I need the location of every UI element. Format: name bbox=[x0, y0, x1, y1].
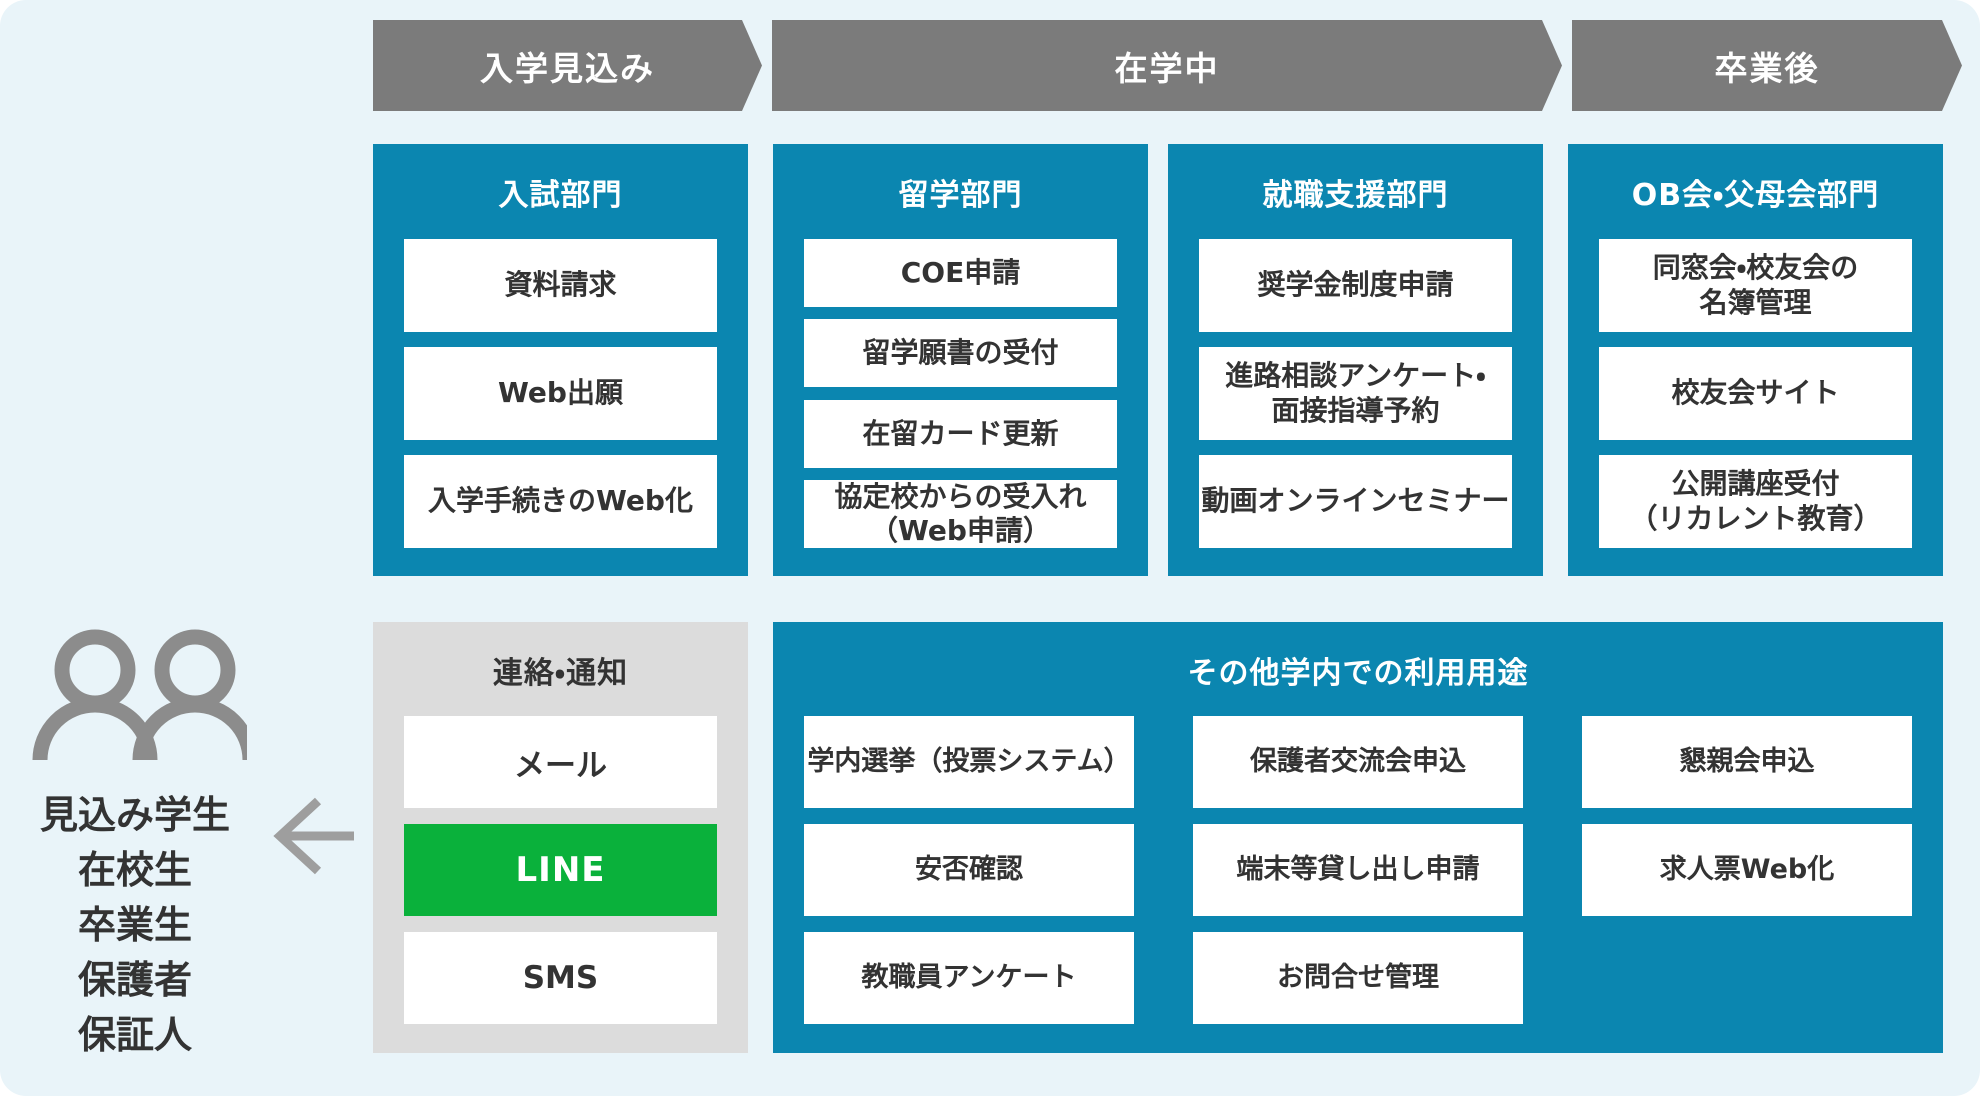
stage-banner-label: 卒業後 bbox=[1714, 48, 1820, 88]
department-service-list: 資料請求 Web出願 入学手続きのWeb化 bbox=[404, 239, 717, 548]
department-card-career-support: 就職支援部門 奨学金制度申請 進路相談アンケート・ 面接指導予約 動画オンライン… bbox=[1168, 144, 1543, 576]
service-item: 懇親会申込 bbox=[1582, 716, 1912, 808]
department-title: OB会・父母会部門 bbox=[1631, 177, 1880, 213]
contact-channel-line: LINE bbox=[404, 824, 717, 916]
service-item: 公開講座受付 （リカレント教育） bbox=[1599, 455, 1912, 548]
service-item: 同窓会・校友会の 名簿管理 bbox=[1599, 239, 1912, 332]
left-arrow-icon bbox=[273, 797, 354, 875]
department-title: 入試部門 bbox=[498, 177, 623, 213]
contact-title: 連絡・通知 bbox=[492, 655, 629, 691]
stage-banner-label: 在学中 bbox=[1114, 48, 1220, 88]
department-title: 就職支援部門 bbox=[1262, 177, 1449, 213]
stage-banner-label: 入学見込み bbox=[480, 48, 655, 88]
stage-banner-graduated: 卒業後 bbox=[1572, 20, 1962, 111]
service-item: 入学手続きのWeb化 bbox=[404, 455, 717, 548]
department-card-study-abroad: 留学部門 COE申請 留学願書の受付 在留カード更新 協定校からの受入れ （We… bbox=[773, 144, 1148, 576]
audience-label: 保護者 bbox=[77, 958, 192, 1002]
other-uses-title: その他学内での利用用途 bbox=[1187, 655, 1529, 691]
service-item: COE申請 bbox=[804, 239, 1117, 307]
department-card-admissions: 入試部門 資料請求 Web出願 入学手続きのWeb化 bbox=[373, 144, 748, 576]
other-uses-card: その他学内での利用用途 学内選挙（投票システム） 保護者交流会申込 懇親会申込 … bbox=[773, 622, 1943, 1053]
audience-label: 見込み学生 bbox=[39, 793, 230, 837]
service-item: 奨学金制度申請 bbox=[1199, 239, 1512, 332]
service-item: 教職員アンケート bbox=[804, 932, 1134, 1024]
service-item: Web出願 bbox=[404, 347, 717, 440]
contact-card: 連絡・通知 メール LINE SMS bbox=[373, 622, 748, 1053]
empty-grid-cell bbox=[1582, 932, 1912, 1024]
service-item: 在留カード更新 bbox=[804, 399, 1117, 468]
service-item: お問合せ管理 bbox=[1193, 932, 1523, 1024]
service-item: 進路相談アンケート・ 面接指導予約 bbox=[1199, 347, 1512, 440]
department-service-list: 奨学金制度申請 進路相談アンケート・ 面接指導予約 動画オンラインセミナー bbox=[1199, 239, 1512, 548]
contact-channel-mail: メール bbox=[404, 716, 717, 808]
service-item: 学内選挙（投票システム） bbox=[804, 716, 1134, 808]
service-item: 端末等貸し出し申請 bbox=[1193, 824, 1523, 916]
contact-channel-list: メール LINE SMS bbox=[404, 716, 717, 1024]
stage-banner-prospective: 入学見込み bbox=[373, 20, 762, 111]
audience-label: 卒業生 bbox=[77, 903, 192, 947]
department-service-list: 同窓会・校友会の 名簿管理 校友会サイト 公開講座受付 （リカレント教育） bbox=[1599, 239, 1912, 548]
service-item: 安否確認 bbox=[804, 824, 1134, 916]
service-item: 動画オンラインセミナー bbox=[1199, 455, 1512, 548]
audience-list: 見込み学生 在校生 卒業生 保護者 保証人 bbox=[10, 788, 260, 1063]
stage-banner-enrolled: 在学中 bbox=[772, 20, 1562, 111]
department-title: 留学部門 bbox=[898, 177, 1023, 213]
people-icon bbox=[32, 629, 247, 760]
service-item: 保護者交流会申込 bbox=[1193, 716, 1523, 808]
service-item: 留学願書の受付 bbox=[804, 319, 1117, 388]
contact-channel-sms: SMS bbox=[404, 932, 717, 1024]
department-service-list: COE申請 留学願書の受付 在留カード更新 協定校からの受入れ （Web申請） bbox=[804, 239, 1117, 548]
service-item: 協定校からの受入れ （Web申請） bbox=[804, 480, 1117, 548]
service-item: 校友会サイト bbox=[1599, 347, 1912, 440]
service-item: 求人票Web化 bbox=[1582, 824, 1912, 916]
other-uses-grid: 学内選挙（投票システム） 保護者交流会申込 懇親会申込 安否確認 端末等貸し出し… bbox=[804, 716, 1912, 1024]
service-item: 資料請求 bbox=[404, 239, 717, 332]
audience-label: 在校生 bbox=[77, 848, 192, 892]
audience-label: 保証人 bbox=[77, 1013, 192, 1057]
department-card-alumni-parents: OB会・父母会部門 同窓会・校友会の 名簿管理 校友会サイト 公開講座受付 （リ… bbox=[1568, 144, 1943, 576]
